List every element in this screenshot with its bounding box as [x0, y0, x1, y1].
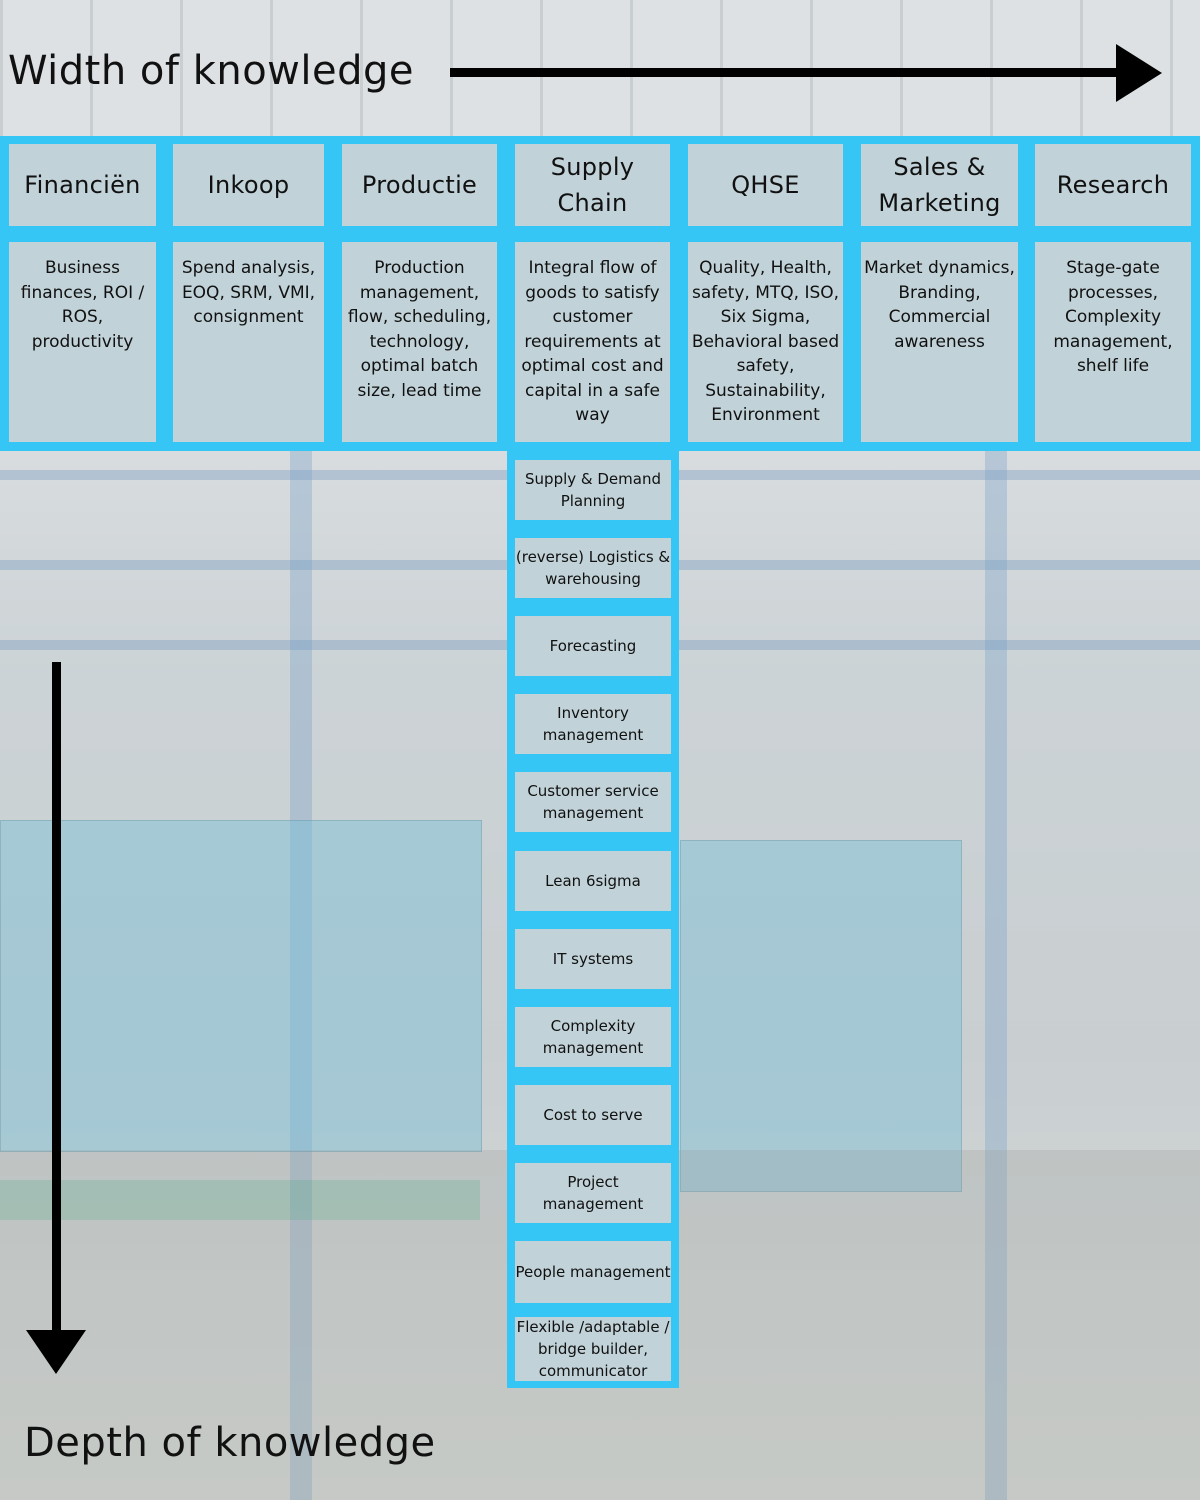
depth-arrow-icon — [26, 1330, 86, 1374]
column-title: Research — [1035, 144, 1191, 226]
column-title: Financiën — [9, 144, 156, 226]
depth-item: Complexity management — [515, 1007, 671, 1067]
depth-item: Cost to serve — [515, 1085, 671, 1145]
depth-item: Inventory management — [515, 694, 671, 754]
depth-item: (reverse) Logistics & warehousing — [515, 538, 671, 598]
column-description: Spend analysis, EOQ, SRM, VMI, consignme… — [173, 242, 324, 442]
column-productie: Productie Production management, flow, s… — [333, 136, 506, 451]
column-sales-marketing: Sales & Marketing Market dynamics, Brand… — [852, 136, 1027, 451]
width-arrow-shaft — [450, 68, 1120, 77]
width-arrow-icon — [1116, 44, 1162, 102]
column-title: QHSE — [688, 144, 843, 226]
depth-axis-label: Depth of knowledge — [24, 1420, 436, 1466]
column-qhse: QHSE Quality, Health, safety, MTQ, ISO, … — [679, 136, 852, 451]
column-inkoop: Inkoop Spend analysis, EOQ, SRM, VMI, co… — [164, 136, 333, 451]
width-axis-label: Width of knowledge — [8, 48, 415, 94]
column-description: Integral flow of goods to satisfy custom… — [515, 242, 670, 442]
depth-stack: Supply & Demand Planning (reverse) Logis… — [507, 451, 679, 1388]
column-title: Supply Chain — [515, 144, 670, 226]
column-description: Market dynamics, Branding, Commercial aw… — [861, 242, 1018, 442]
depth-item: Flexible /adaptable / bridge builder, co… — [515, 1317, 671, 1381]
column-title: Sales & Marketing — [861, 144, 1018, 226]
column-research: Research Stage-gate processes, Complexit… — [1026, 136, 1200, 451]
column-description: Production management, flow, scheduling,… — [342, 242, 497, 442]
column-supply-chain: Supply Chain Integral flow of goods to s… — [506, 136, 679, 451]
depth-arrow-shaft — [52, 662, 61, 1342]
discipline-band: Financiën Business finances, ROI / ROS, … — [0, 136, 1200, 451]
depth-item: Customer service management — [515, 772, 671, 832]
steel-pillar — [290, 450, 312, 1500]
column-title: Productie — [342, 144, 497, 226]
depth-item: People management — [515, 1241, 671, 1303]
injection-machine — [0, 820, 482, 1152]
depth-item: Supply & Demand Planning — [515, 460, 671, 520]
column-title: Inkoop — [173, 144, 324, 226]
column-description: Quality, Health, safety, MTQ, ISO, Six S… — [688, 242, 843, 442]
depth-item: Lean 6sigma — [515, 851, 671, 911]
column-financien: Financiën Business finances, ROI / ROS, … — [0, 136, 165, 451]
column-description: Business finances, ROI / ROS, productivi… — [9, 242, 156, 442]
injection-machine — [680, 840, 962, 1192]
depth-item: Project management — [515, 1163, 671, 1223]
column-description: Stage-gate processes, Complexity managem… — [1035, 242, 1191, 442]
steel-pillar — [985, 450, 1007, 1500]
depth-item: IT systems — [515, 929, 671, 989]
floor-marking — [0, 1180, 480, 1220]
depth-item: Forecasting — [515, 616, 671, 676]
